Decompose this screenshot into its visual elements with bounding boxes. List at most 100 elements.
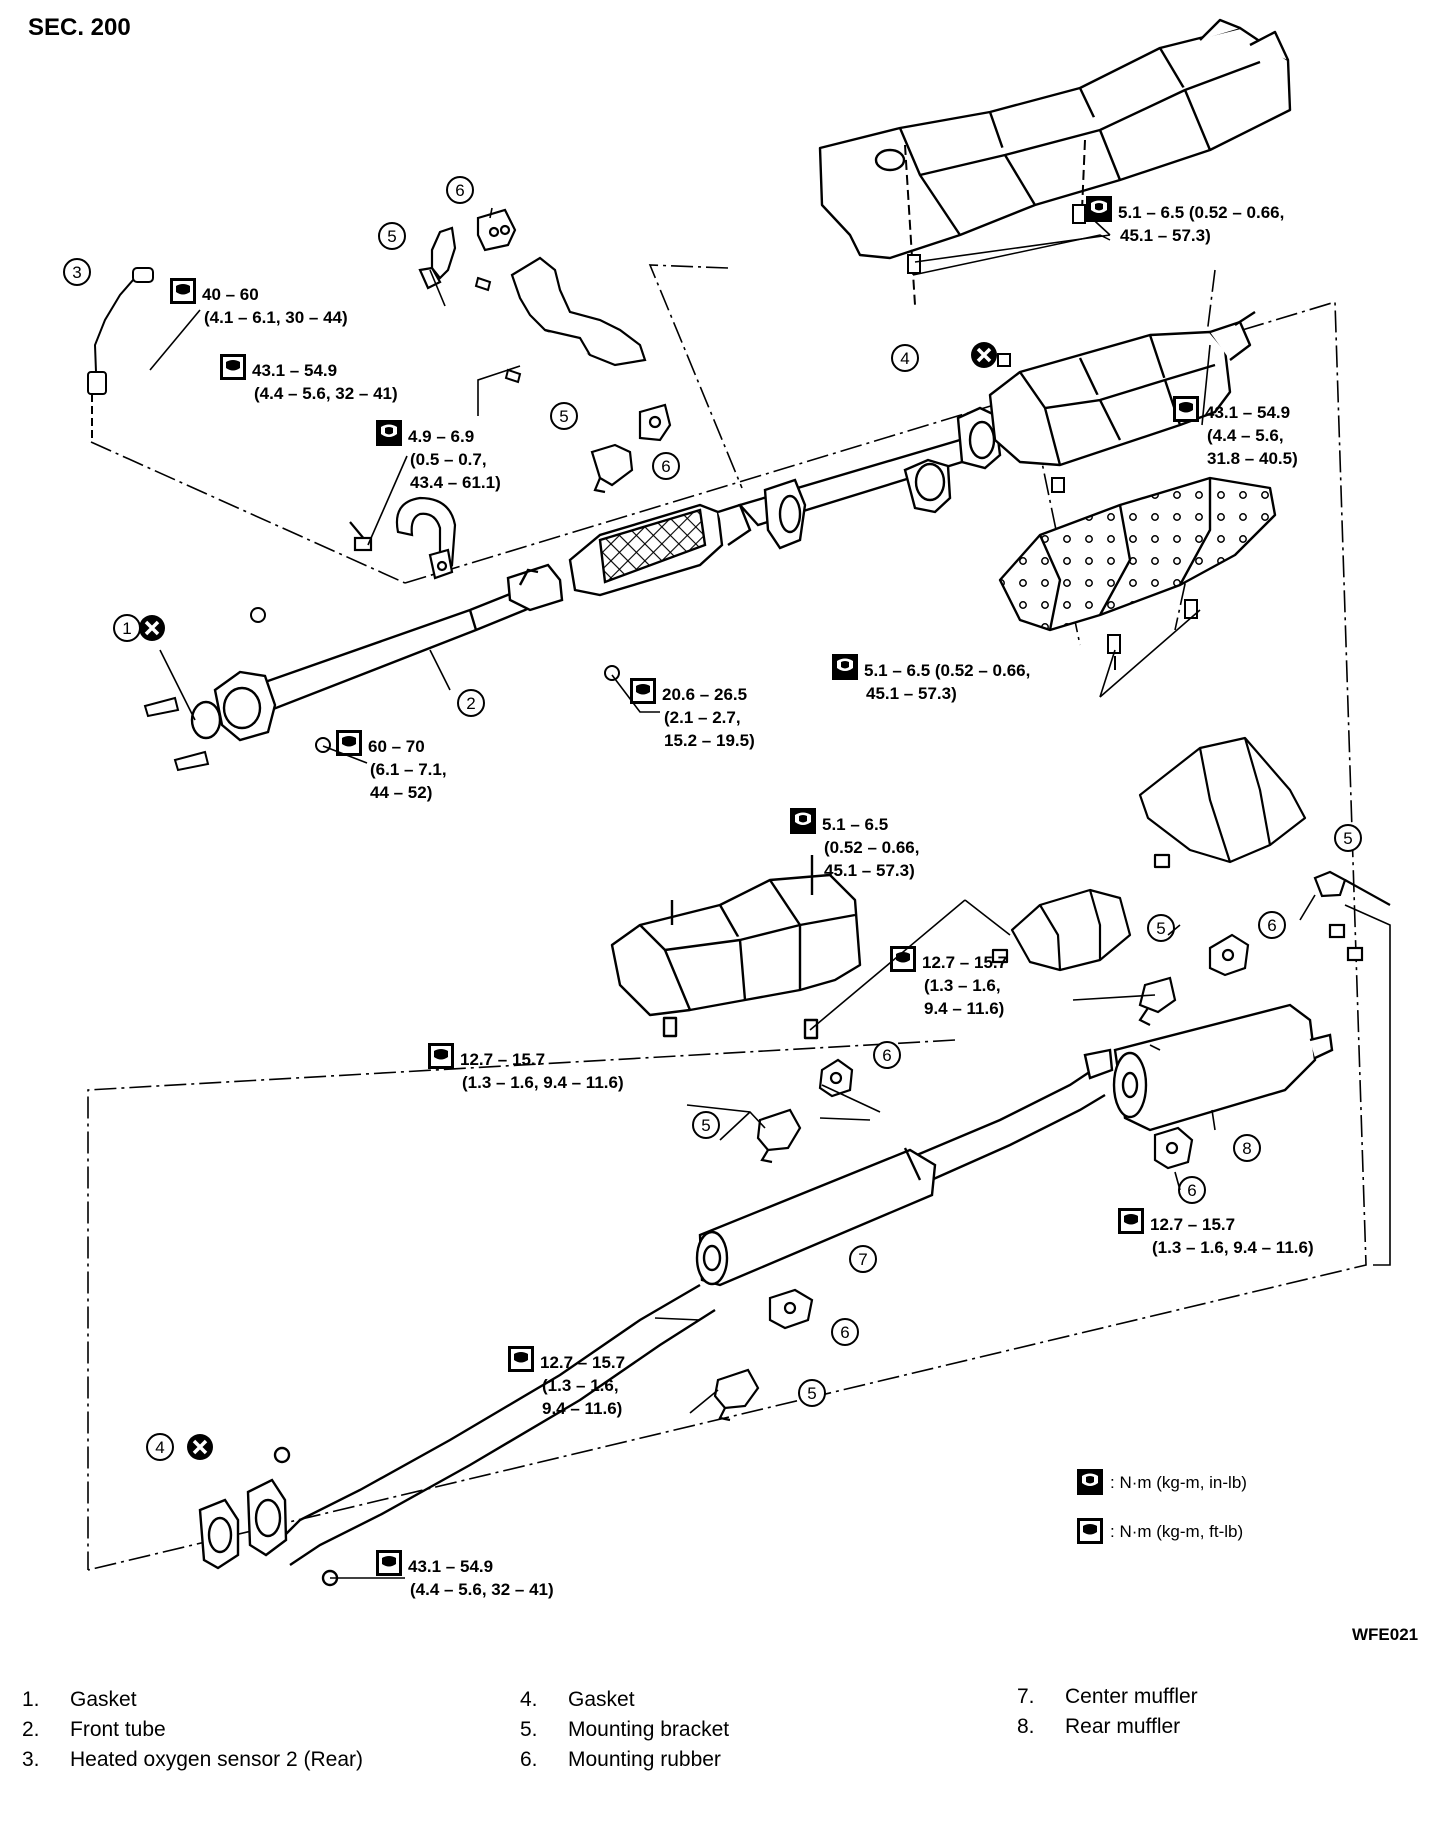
legend-item-6: 6. Mounting rubber xyxy=(520,1748,721,1772)
upper-heat-insulator xyxy=(818,18,1292,260)
legend-item-7: 7. Center muffler xyxy=(1017,1685,1198,1709)
callout-c5e: 5 xyxy=(692,1111,720,1139)
callout-c3: 3 xyxy=(63,258,91,286)
rear-exhaust-pipe xyxy=(279,1064,1106,1566)
callout-number: 5 xyxy=(1156,919,1165,938)
callout-c6c: 6 xyxy=(1258,911,1286,939)
rear-mounting-parts xyxy=(713,870,1391,1422)
torque-value-line: 40 – 60 xyxy=(202,285,259,304)
outline-wrench-icon xyxy=(220,354,246,380)
torque-value-line: (1.3 – 1.6, xyxy=(924,976,1001,995)
callout-number: 5 xyxy=(807,1384,816,1403)
torque-value-line: (0.52 – 0.66, xyxy=(824,838,919,857)
torque-value-line: (4.1 – 6.1, 30 – 44) xyxy=(204,308,348,327)
callout-c5c: 5 xyxy=(1334,824,1362,852)
callout-number: 6 xyxy=(1187,1181,1196,1200)
torque-value-line: (1.3 – 1.6, 9.4 – 11.6) xyxy=(462,1073,624,1092)
torque-spec-t4: 4.9 – 6.9(0.5 – 0.7,43.4 – 61.1) xyxy=(376,420,501,492)
legend-label: Heated oxygen sensor 2 (Rear) xyxy=(70,1748,363,1771)
callout-circle xyxy=(1147,914,1175,942)
callout-c5a: 5 xyxy=(378,222,406,250)
torque-value-line: 44 – 52) xyxy=(370,783,432,802)
torque-value-line: (6.1 – 7.1, xyxy=(370,760,447,779)
torque-spec-t5: 43.1 – 54.9(4.4 – 5.6,31.8 – 40.5) xyxy=(1173,396,1298,468)
callout-c4a: 4 xyxy=(891,344,919,372)
front-tube xyxy=(190,563,564,742)
legend-num: 8. xyxy=(1017,1715,1035,1738)
legend-num: 5. xyxy=(520,1718,538,1741)
legend-label: Mounting bracket xyxy=(568,1718,730,1741)
callout-c4b: 4 xyxy=(146,1433,174,1461)
callout-c1: 1 xyxy=(113,614,141,642)
callout-circle xyxy=(1178,1176,1206,1204)
front-studs-nuts xyxy=(143,276,620,772)
legend-num: 6. xyxy=(520,1748,538,1771)
do-not-reuse-icon xyxy=(139,615,165,641)
torque-spec-t6: 20.6 – 26.5(2.1 – 2.7,15.2 – 19.5) xyxy=(630,678,755,750)
torque-value-line: 5.1 – 6.5 xyxy=(822,815,888,834)
torque-value-line: 45.1 – 57.3) xyxy=(866,684,957,703)
callout-number: 6 xyxy=(661,457,670,476)
torque-spec-t8: 60 – 70 (6.1 – 7.1, 44 – 52) xyxy=(336,730,447,802)
rear-muffler xyxy=(1083,1003,1334,1132)
callout-circle xyxy=(652,452,680,480)
torque-value-line: 43.1 – 54.9 xyxy=(408,1557,493,1576)
torque-value-line: (4.4 – 5.6, 32 – 41) xyxy=(254,384,398,403)
legend-num: 3. xyxy=(22,1748,40,1771)
torque-spec-t7: 5.1 – 6.5 (0.52 – 0.66,45.1 – 57.3) xyxy=(832,654,1030,703)
legend-item-5: 5. Mounting bracket xyxy=(520,1718,729,1742)
callout-number: 5 xyxy=(1343,829,1352,848)
torque-value-line: 9.4 – 11.6) xyxy=(542,1399,622,1418)
callout-circle xyxy=(873,1041,901,1069)
callout-c8: 8 xyxy=(1233,1134,1261,1162)
callout-number: 8 xyxy=(1242,1139,1251,1158)
torque-value-line: 5.1 – 6.5 (0.52 – 0.66, xyxy=(1118,203,1284,222)
outline-wrench-icon xyxy=(336,730,362,756)
torque-value-line: (2.1 – 2.7, xyxy=(664,708,741,727)
legend-item-1: 1. Gasket xyxy=(22,1688,137,1712)
callout-circle xyxy=(798,1379,826,1407)
callout-c5f: 5 xyxy=(798,1379,826,1407)
legend-label: Center muffler xyxy=(1065,1685,1198,1708)
torque-spec-t14: 43.1 – 54.9(4.4 – 5.6, 32 – 41) xyxy=(376,1550,554,1599)
legend-label: Gasket xyxy=(70,1688,137,1711)
middle-heat-insulator xyxy=(610,855,862,1040)
unit-ft-lb: : N·m (kg-m, ft-lb) xyxy=(1110,1522,1243,1541)
torque-value-line: 12.7 – 15.7 xyxy=(460,1050,545,1069)
callout-c7: 7 xyxy=(849,1245,877,1273)
torque-spec-t1: 5.1 – 6.5 (0.52 – 0.66, 45.1 – 57.3) xyxy=(1086,196,1284,245)
callout-number: 4 xyxy=(155,1438,164,1457)
torque-value-line: 45.1 – 57.3) xyxy=(1120,226,1211,245)
callout-c6e: 6 xyxy=(1178,1176,1206,1204)
torque-value-line: 12.7 – 15.7 xyxy=(1150,1215,1235,1234)
center-muffler xyxy=(695,1147,937,1287)
leader-lines xyxy=(149,207,1391,1579)
outline-wrench-icon xyxy=(1077,1518,1103,1544)
callout-number: 7 xyxy=(858,1250,867,1269)
torque-spec-t12: 12.7 – 15.7(1.3 – 1.6, 9.4 – 11.6) xyxy=(1118,1208,1314,1257)
legend-label: Front tube xyxy=(70,1718,166,1741)
catalytic-converter xyxy=(988,310,1256,467)
callout-c5b: 5 xyxy=(550,402,578,430)
legend-label: Gasket xyxy=(568,1688,635,1711)
torque-value-line: 60 – 70 xyxy=(368,737,425,756)
callout-circle xyxy=(891,344,919,372)
torque-spec-t3: 43.1 – 54.9(4.4 – 5.6, 32 – 41) xyxy=(220,354,398,403)
callout-circle xyxy=(849,1245,877,1273)
torque-spec-t9: 5.1 – 6.5(0.52 – 0.66,45.1 – 57.3) xyxy=(790,808,919,880)
callout-c6f: 6 xyxy=(831,1318,859,1346)
callout-number: 1 xyxy=(122,619,131,638)
rear-flanges xyxy=(198,1446,339,1587)
callout-number: 5 xyxy=(387,227,396,246)
solid-wrench-icon xyxy=(1086,196,1112,222)
torque-specs: 5.1 – 6.5 (0.52 – 0.66, 45.1 – 57.3) 40 – … xyxy=(170,196,1314,1599)
callout-circle xyxy=(1334,824,1362,852)
torque-spec-t11: 12.7 – 15.7 (1.3 – 1.6, 9.4 – 11.6) xyxy=(428,1043,624,1092)
callout-c6b: 6 xyxy=(652,452,680,480)
torque-value-line: 9.4 – 11.6) xyxy=(924,999,1004,1018)
callout-c5d: 5 xyxy=(1147,914,1175,942)
outline-wrench-icon xyxy=(1173,396,1199,422)
callout-number: 6 xyxy=(455,181,464,200)
callout-circle xyxy=(378,222,406,250)
